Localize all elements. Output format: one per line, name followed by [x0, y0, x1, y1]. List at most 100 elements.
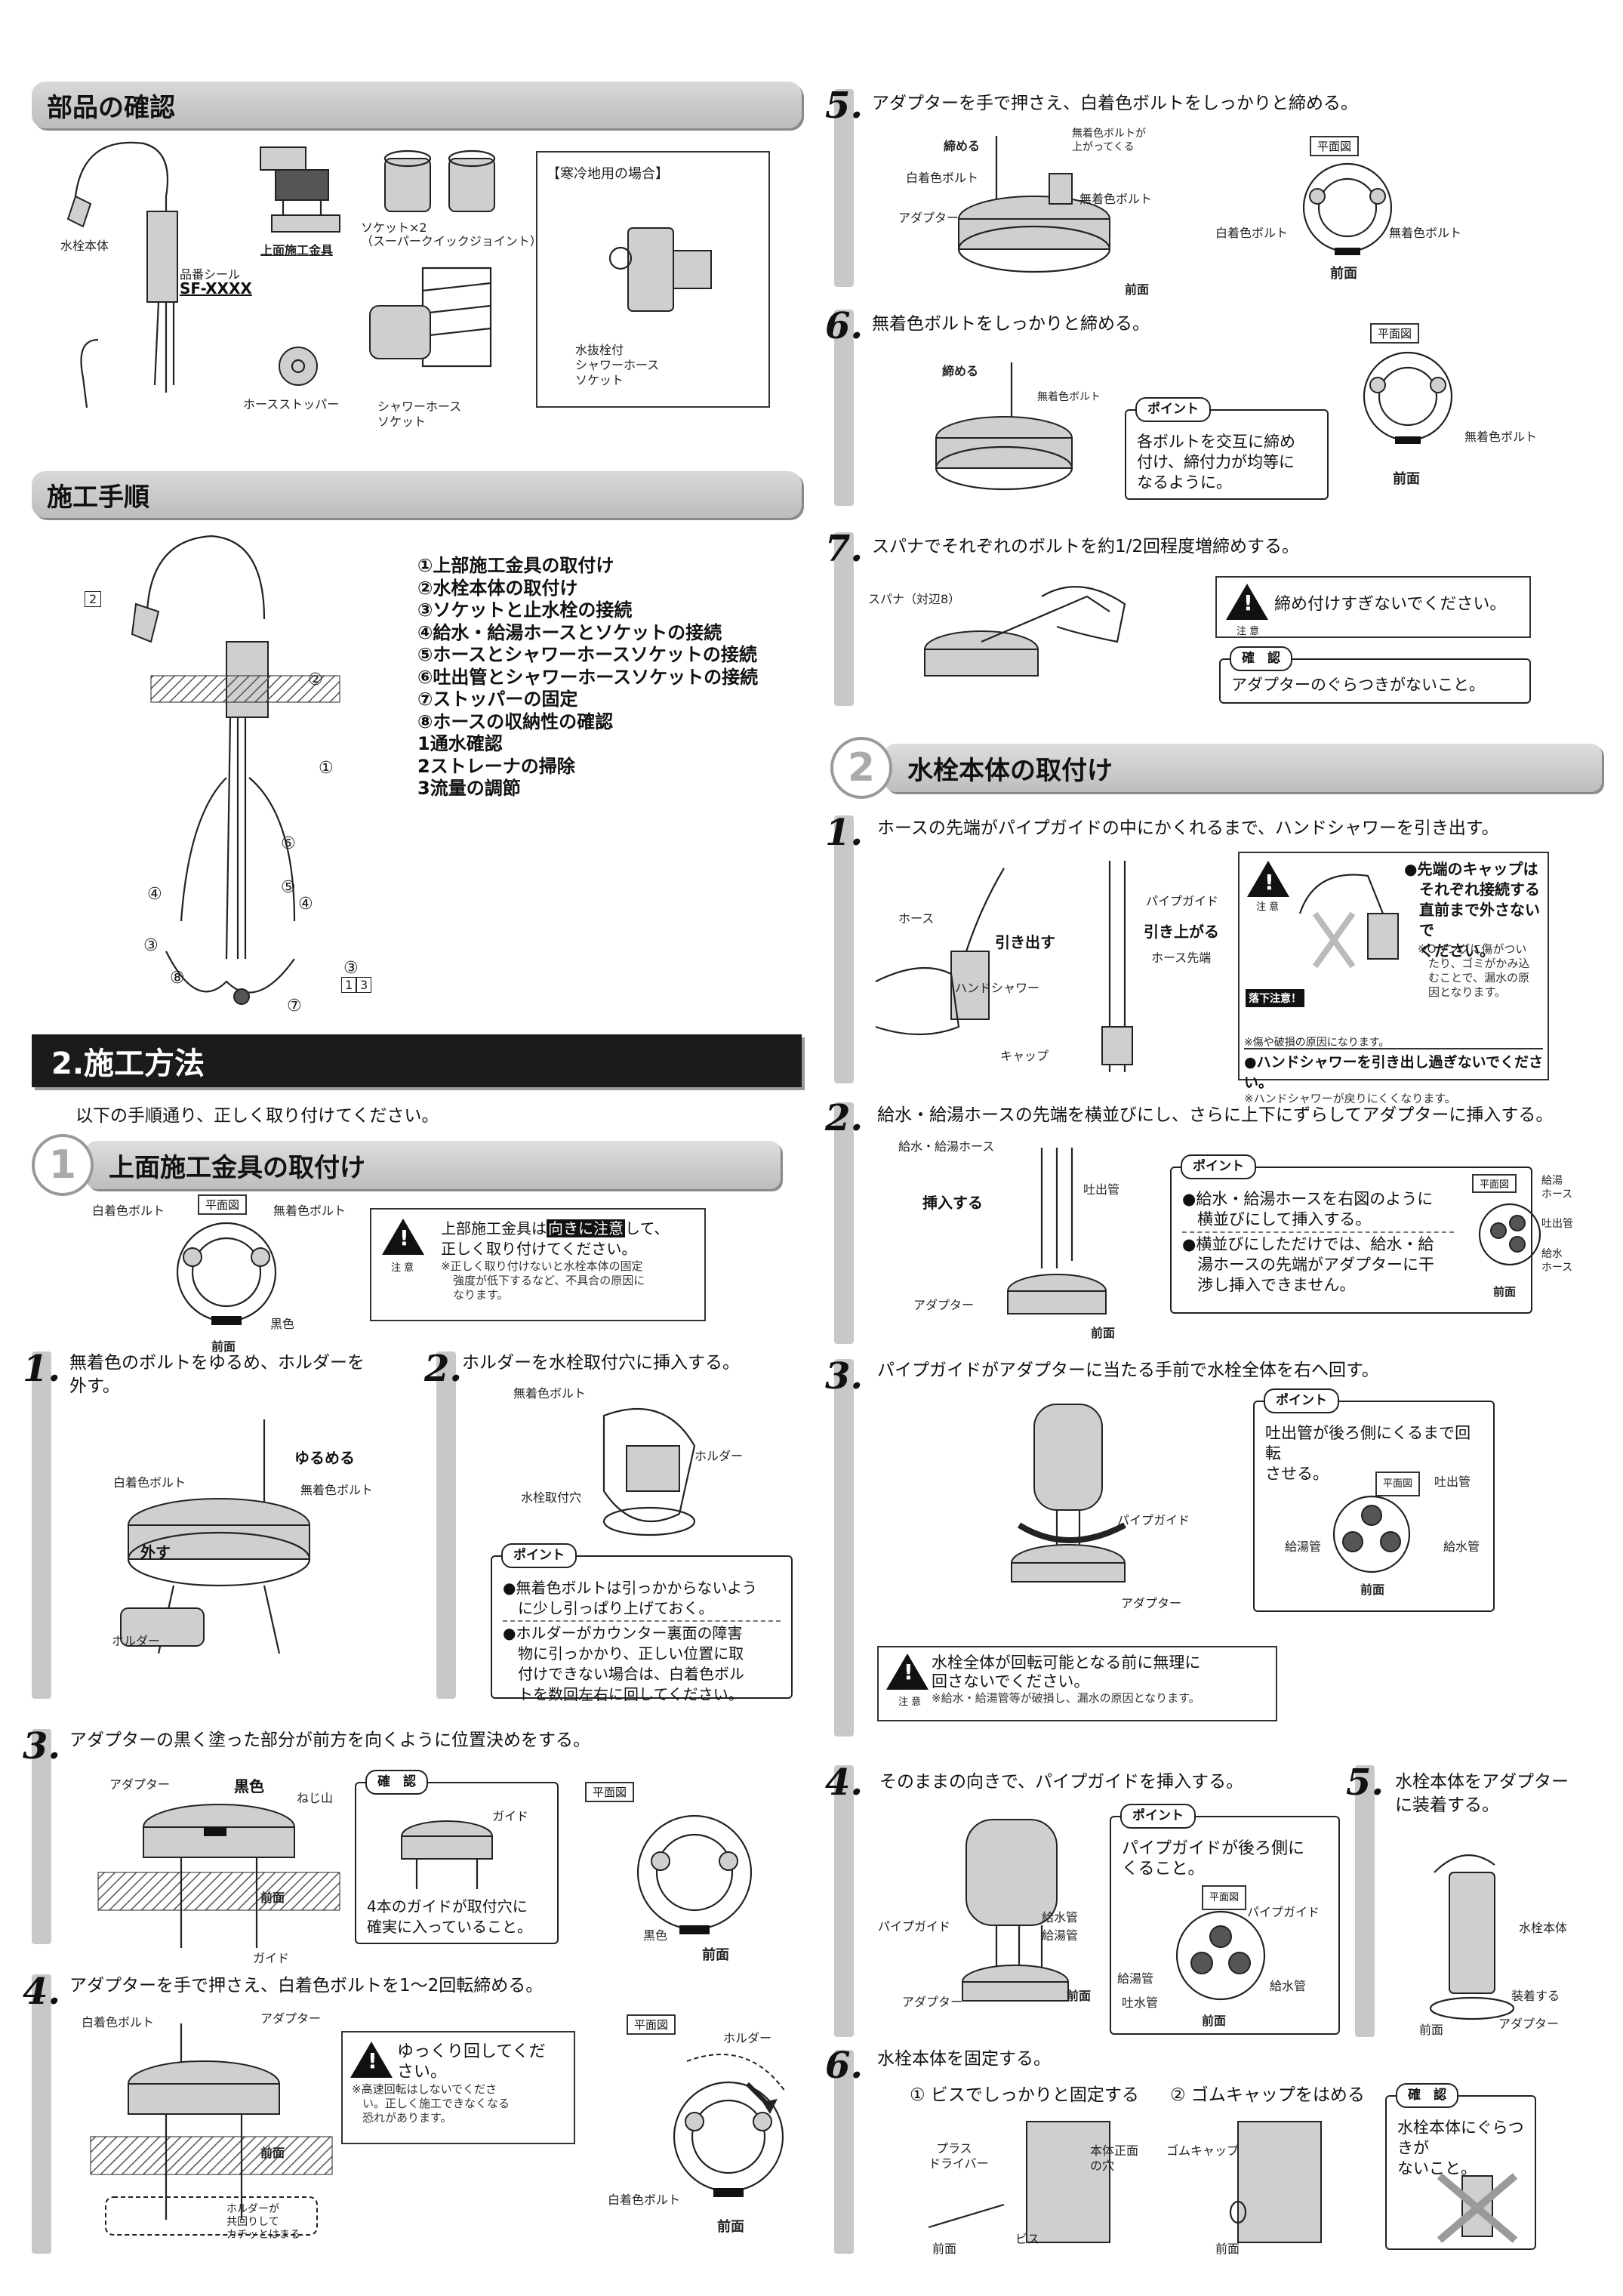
step6-plan-clear: 無着色ボルト [1464, 430, 1538, 444]
proc-callout-6: ⑥ [281, 834, 296, 853]
proc-box-3: 3 [356, 977, 372, 993]
step1-bar [32, 1351, 51, 1699]
procedure-figure [131, 535, 340, 1005]
step5-tighten: 締める [944, 139, 981, 153]
step5-plan-clear: 無着色ボルト [1389, 226, 1462, 240]
step4-plan-front: 前面 [717, 2219, 744, 2235]
section-2-header: 2 水栓本体の取付け [830, 737, 1602, 799]
step6-figure [935, 362, 1073, 491]
step7-text: スパナでそれぞれのボルトを約1/2回程度増締めする。 [872, 537, 1300, 556]
parts-socket-sub: （スーパークイックジョイント） [361, 234, 542, 248]
step4-holder-3: カチッとはまる [226, 2229, 300, 2241]
proc-callout-3a: ③ [143, 936, 159, 955]
b5-body: 水栓本体 [1519, 1921, 1568, 1935]
b1-text: ホースの先端がパイプガイドの中にかくれるまで、ハンドシャワーを引き出す。 [877, 818, 1499, 838]
b5-front: 前面 [1419, 2023, 1444, 2037]
proc-callout-8: ⑧ [170, 969, 185, 988]
step3-plan: 平面図 [585, 1782, 635, 1802]
step4-bar [32, 1974, 51, 2254]
proc-callout-4b: ④ [298, 895, 313, 914]
b6-text: 水栓本体を固定する。 [877, 2049, 1051, 2069]
b6-front-2: 前面 [1215, 2242, 1240, 2256]
step1-number: 1. [23, 1348, 61, 1390]
step5-front: 前面 [1125, 282, 1150, 297]
b5-attach: 装着する [1511, 1989, 1560, 2003]
b5-adapter: アダプター [1498, 2017, 1560, 2031]
b1-number: 1. [825, 812, 864, 854]
warning-icon [350, 2042, 393, 2078]
b4-pipe: パイプガイド [878, 1919, 951, 1934]
method-intro: 以下の手順通り、正しく取り付けてください。 [75, 1106, 439, 1126]
step6-tighten: 締める [942, 364, 979, 378]
parts-body-label: 水栓本体 [60, 239, 109, 253]
b4-point: ポイント パイプガイドが後ろ側にくること。 平面図 パイプガイド 給湯管 給水管… [1110, 1804, 1340, 2035]
step1-holder: ホルダー [112, 1634, 161, 1648]
b2-plan-figure [1478, 1203, 1541, 1266]
step6-text: 無着色ボルトをしっかりと締める。 [872, 314, 1150, 334]
step4-white: 白着色ボルト [82, 2015, 155, 2029]
step5-plan-white: 白着色ボルト [1215, 226, 1289, 240]
parts-seal-code: SF-XXXX [180, 279, 252, 297]
b6-check: 確 認 水栓本体にぐらつきがないこと。 [1385, 2083, 1536, 2250]
parts-socket-label: ソケット×2 [361, 220, 427, 235]
b1-pipe: パイプガイド [1146, 894, 1219, 908]
proc-callout-7: ⑦ [287, 997, 302, 1015]
step4-plan-white: 白着色ボルト [608, 2193, 681, 2207]
hose-stopper-figure [279, 347, 318, 386]
b1-figure [875, 861, 1133, 1072]
b5-text: 水栓本体をアダプターに装着する。 [1395, 1772, 1569, 1815]
b2-plan-spout: 吐出管 [1541, 1218, 1573, 1230]
b6-driver-2: ドライバー [929, 2156, 989, 2171]
b3-number: 3. [825, 1355, 864, 1398]
step7-number: 7. [825, 528, 864, 570]
b2-front: 前面 [1091, 1326, 1116, 1340]
step6-plan-front: 前面 [1393, 471, 1420, 487]
b4-bar [834, 1765, 854, 2037]
b2-plan-front: 前面 [1493, 1285, 1517, 1299]
step4-plan-holder: ホルダー [723, 2031, 772, 2045]
step5-plan: 平面図 [1310, 136, 1360, 156]
step5-bar [834, 89, 854, 287]
step5-number: 5. [825, 85, 864, 127]
step7-bar [834, 532, 854, 706]
b1-caution: 注 意 落下注意！ ※傷や破損の原因になります。 ●先端のキャップはそれぞれ接続… [1238, 852, 1549, 1105]
step3-black: 黒色 [234, 1777, 264, 1795]
b5-bar [1355, 1765, 1375, 2037]
b4-plan-figure [1175, 1910, 1266, 2001]
step7-spanner: スパナ（対辺8） [868, 592, 961, 606]
procedure-list: ①上部施工金具の取付け ②水栓本体の取付け ③ソケットと止水栓の接続 ④給水・給… [417, 555, 759, 799]
b2-adapter: アダプター [913, 1298, 975, 1312]
parts-shower-socket-2: ソケット [377, 415, 427, 429]
step5-plan-front: 前面 [1330, 266, 1357, 282]
step5-up-2: 上がってくる [1072, 141, 1135, 153]
step3-check: 確 認 ガイド 4本のガイドが取付穴に確実に入っていること。 [355, 1770, 559, 1944]
step1-clear: 無着色ボルト [300, 1483, 374, 1497]
b2-bar [834, 1102, 854, 1344]
step5-figure [957, 136, 1111, 273]
step1-loosen: ゆるめる [294, 1449, 355, 1467]
b4-adapter: アダプター [902, 1995, 963, 2009]
b2-text: 給水・給湯ホースの先端を横並びにし、さらに上下にずらしてアダプターに挿入する。 [877, 1105, 1554, 1125]
step3-thread: ねじ山 [297, 1791, 334, 1805]
step5-clear: 無着色ボルト [1079, 192, 1153, 206]
proc-callout-1: ① [319, 759, 334, 778]
step3-number: 3. [23, 1725, 61, 1767]
step2-number: 2. [424, 1348, 463, 1390]
section-1-header: 1 上面施工金具の取付け [32, 1134, 781, 1196]
cold-socket-figure [608, 227, 712, 312]
step3-figure [97, 1804, 340, 1948]
step3-plan-front: 前面 [702, 1947, 729, 1963]
b1-caution-figure [1298, 874, 1399, 969]
b2-plan-cold-2: ホース [1541, 1262, 1573, 1274]
step6-point: ポイント 各ボルトを交互に締め付け、締付力が均等になるように。 [1125, 397, 1329, 500]
step2-bar [436, 1351, 456, 1699]
b6-option-1: ① ビスでしっかりと固定する [910, 2085, 1139, 2105]
step3-front: 前面 [260, 1891, 285, 1905]
b6-check-figure [1437, 2173, 1518, 2243]
step5-adapter: アダプター [898, 211, 959, 225]
step1-white: 白着色ボルト [113, 1475, 186, 1490]
step3-plan-figure [636, 1814, 753, 1934]
